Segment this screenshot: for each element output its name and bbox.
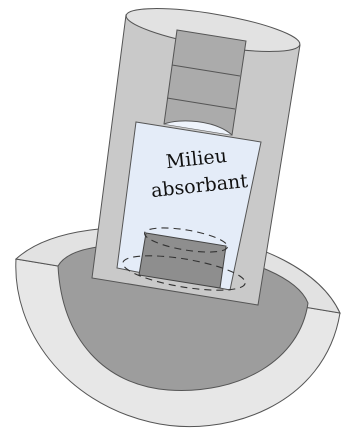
inner-column — [164, 30, 246, 135]
